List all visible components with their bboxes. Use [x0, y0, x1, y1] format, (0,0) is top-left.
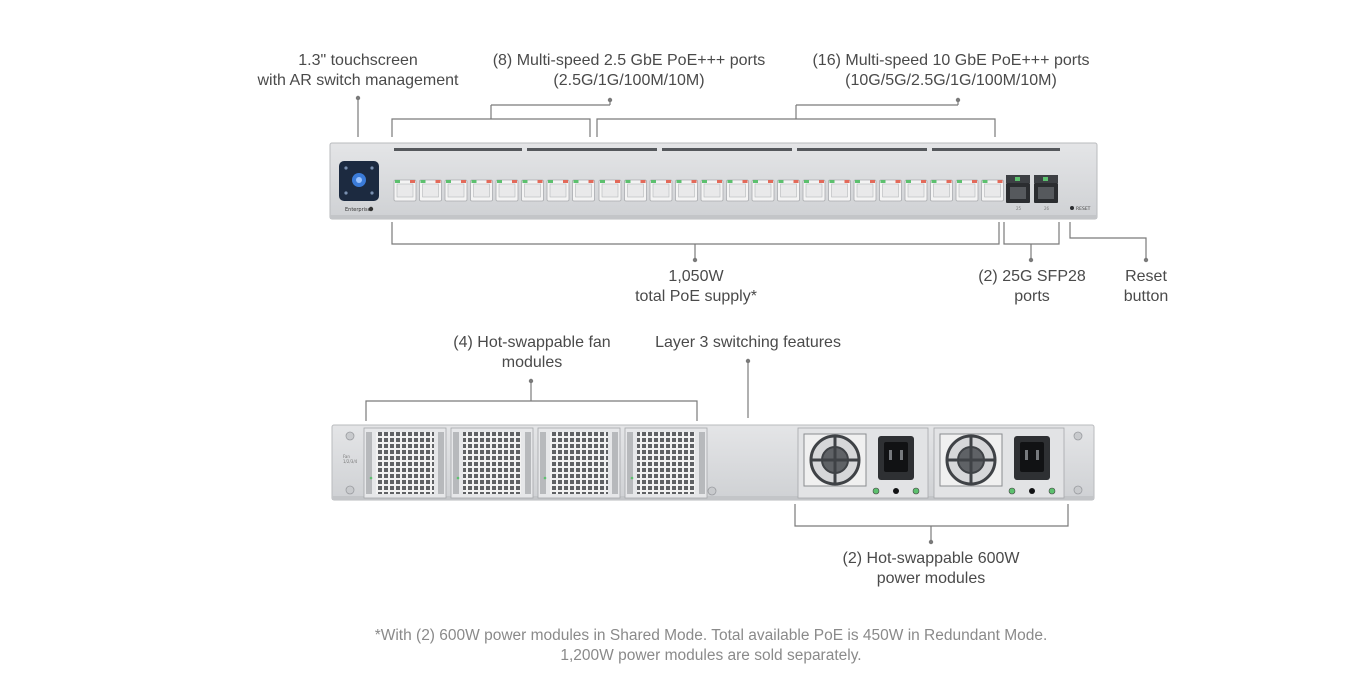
- callout-ports-10g: (16) Multi-speed 10 GbE PoE+++ ports (10…: [792, 51, 1110, 91]
- rj45-port[interactable]: [598, 179, 622, 202]
- svg-text:25: 25: [1016, 206, 1022, 211]
- callout-sfp28: (2) 25G SFP28 ports: [962, 267, 1102, 307]
- reset-button[interactable]: [1070, 206, 1074, 210]
- callout-reset: Reset button: [1106, 267, 1186, 307]
- front-callout-lines: [357, 98, 1147, 260]
- callout-ports-2-5g: (8) Multi-speed 2.5 GbE PoE+++ ports (2.…: [470, 51, 788, 91]
- rj45-port[interactable]: [955, 179, 979, 202]
- callout-text: 1,050W: [668, 268, 724, 285]
- rj45-port[interactable]: [470, 179, 493, 202]
- rj45-port[interactable]: [393, 179, 417, 202]
- rj45-port[interactable]: [751, 179, 775, 202]
- rj45-port[interactable]: [572, 179, 595, 202]
- switch-diagram: Enterprise 25 26 RESET: [329, 95, 1149, 545]
- callout-text: (16) Multi-speed 10 GbE PoE+++ ports: [812, 52, 1090, 69]
- rj45-port[interactable]: [700, 179, 724, 202]
- fan-module[interactable]: [450, 427, 534, 499]
- callout-text: (10G/5G/2.5G/1G/100M/10M): [845, 72, 1057, 89]
- rj45-port[interactable]: [802, 179, 826, 202]
- callout-text: 1.3" touchscreen: [298, 52, 418, 69]
- callout-text: with AR switch management: [257, 72, 459, 89]
- callout-text: (8) Multi-speed 2.5 GbE PoE+++ ports: [492, 52, 766, 69]
- svg-text:26: 26: [1044, 206, 1050, 211]
- callout-text: button: [1123, 288, 1169, 305]
- callout-text: (2) Hot-swappable 600W: [842, 550, 1020, 567]
- brand-label: Enterprise: [345, 207, 371, 213]
- fan-modules: [363, 427, 708, 499]
- power-module[interactable]: [933, 427, 1065, 499]
- callout-text: ports: [1014, 288, 1050, 305]
- rear-panel: Fan 1/2/3/4: [331, 424, 1095, 501]
- callout-touchscreen: 1.3" touchscreen with AR switch manageme…: [236, 51, 480, 91]
- callout-text: (4) Hot-swappable fan: [453, 334, 611, 351]
- fan-module[interactable]: [537, 427, 621, 499]
- rj45-port[interactable]: [828, 179, 851, 202]
- callout-text: power modules: [876, 570, 986, 587]
- callout-layer3: Layer 3 switching features: [638, 333, 858, 353]
- rj45-port[interactable]: [649, 179, 673, 202]
- power-module[interactable]: [797, 427, 929, 499]
- svg-text:Fan: Fan: [343, 454, 350, 459]
- svg-text:1/2/3/4: 1/2/3/4: [343, 459, 358, 464]
- reset-label: RESET: [1076, 206, 1091, 212]
- rj45-port[interactable]: [444, 179, 468, 202]
- rj45-port[interactable]: [777, 179, 800, 202]
- rj45-port[interactable]: [853, 179, 877, 202]
- rj45-port[interactable]: [419, 179, 442, 202]
- callout-fans: (4) Hot-swappable fan modules: [432, 333, 632, 373]
- rj45-ports: [393, 179, 1004, 202]
- callout-text: (2) 25G SFP28: [978, 268, 1086, 285]
- rj45-port[interactable]: [495, 179, 519, 202]
- footnote-line: *With (2) 600W power modules in Shared M…: [374, 627, 1048, 644]
- rj45-port[interactable]: [726, 179, 749, 202]
- fan-module[interactable]: [624, 427, 708, 499]
- front-callout-dots: [355, 95, 1149, 263]
- callout-text: Layer 3 switching features: [655, 334, 841, 351]
- front-panel: Enterprise 25 26 RESET: [329, 142, 1098, 220]
- rj45-port[interactable]: [675, 179, 698, 202]
- sfp28-ports: 25 26: [1006, 175, 1058, 211]
- callout-poe-supply: 1,050W total PoE supply*: [596, 267, 796, 307]
- rear-callout-dots: [528, 358, 934, 545]
- rj45-port[interactable]: [546, 179, 570, 202]
- fan-module[interactable]: [363, 427, 447, 499]
- rj45-port[interactable]: [930, 179, 953, 202]
- rj45-port[interactable]: [904, 179, 928, 202]
- rj45-port[interactable]: [879, 179, 902, 202]
- footnote-line: 1,200W power modules are sold separately…: [560, 647, 862, 664]
- rj45-port[interactable]: [521, 179, 544, 202]
- rear-callout-lines: [365, 361, 1069, 542]
- callout-text: total PoE supply*: [635, 288, 757, 305]
- brand-logo-icon: [368, 206, 374, 212]
- callout-power: (2) Hot-swappable 600W power modules: [811, 549, 1051, 589]
- footnote: *With (2) 600W power modules in Shared M…: [0, 626, 1363, 666]
- touchscreen-display[interactable]: [339, 161, 379, 201]
- power-modules: [797, 427, 1065, 499]
- rj45-port[interactable]: [624, 179, 647, 202]
- rj45-port[interactable]: [981, 179, 1004, 202]
- callout-text: Reset: [1125, 268, 1167, 285]
- callout-text: (2.5G/1G/100M/10M): [553, 72, 705, 89]
- callout-text: modules: [501, 354, 563, 371]
